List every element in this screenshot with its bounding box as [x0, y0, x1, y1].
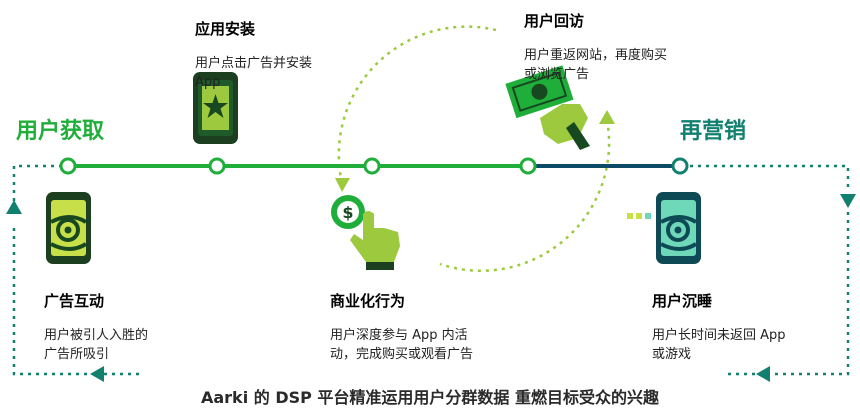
stage-revisit-desc-2: 或浏览广告 — [524, 67, 590, 82]
diagram-caption: Aarki 的 DSP 平台精准运用用户分群数据 重燃目标受众的兴趣 — [200, 388, 659, 407]
timeline-node-2 — [208, 157, 226, 175]
phone-star-icon — [193, 72, 238, 144]
stage-dormant-desc-2: 或游戏 — [652, 347, 692, 362]
stage-commerce-desc-1: 用户深度参与 App 内活 — [330, 328, 468, 343]
stage-revisit-desc-1: 用户重返网站，再度购买 — [524, 48, 668, 63]
stage-commerce: 商业化行为 用户深度参与 App 内活 动，完成购买或观看广告 — [330, 276, 473, 364]
cycle-arrow-up — [599, 110, 615, 124]
outer-arrow-down — [840, 194, 856, 208]
stage-commerce-desc-2: 动，完成购买或观看广告 — [330, 347, 474, 362]
stage-install-title: 应用安装 — [195, 20, 256, 38]
revisit-cycle — [335, 25, 615, 272]
stage-ad-engage-desc-2: 广告所吸引 — [44, 347, 110, 362]
outer-arrow-left — [90, 366, 104, 382]
timeline-node-5 — [671, 157, 689, 175]
stage-dormant: 用户沉睡 用户长时间未返回 App 或游戏 — [652, 276, 786, 364]
stage-dormant-desc-1: 用户长时间未返回 App — [652, 328, 786, 343]
outer-arrow-up — [6, 200, 22, 214]
stage-revisit: 用户回访 用户重返网站，再度购买 或浏览广告 — [524, 0, 667, 84]
stage-install: 应用安装 用户点击广告并安装 App — [195, 4, 312, 92]
cycle-arrow-down — [335, 178, 350, 192]
outer-loop — [6, 164, 856, 382]
stage-ad-engage: 广告互动 用户被引人入胜的 广告所吸引 — [44, 276, 148, 364]
timeline-node-3 — [363, 157, 381, 175]
stage-dormant-title: 用户沉睡 — [652, 292, 713, 310]
stage-ad-engage-desc-1: 用户被引人入胜的 — [44, 328, 149, 343]
stage-install-desc-1: 用户点击广告并安装 — [195, 56, 313, 71]
outer-arrow-left-right — [756, 366, 770, 382]
phase-remarketing-label: 再营销 — [680, 119, 747, 144]
hand-cash-icon — [505, 65, 590, 150]
tap-dollar-icon: $ — [331, 195, 400, 270]
timeline-node-1 — [59, 157, 77, 175]
phone-sleep-icon — [627, 192, 701, 264]
stage-ad-engage-title: 广告互动 — [44, 292, 105, 310]
stage-revisit-title: 用户回访 — [524, 12, 585, 30]
phone-target-icon — [46, 192, 91, 264]
stage-install-desc-2: App — [195, 75, 221, 90]
stage-commerce-title: 商业化行为 — [330, 292, 406, 310]
phase-acquisition-label: 用户获取 — [16, 119, 105, 144]
svg-text:$: $ — [342, 203, 353, 222]
timeline-node-4 — [519, 157, 537, 175]
timeline — [59, 157, 689, 175]
